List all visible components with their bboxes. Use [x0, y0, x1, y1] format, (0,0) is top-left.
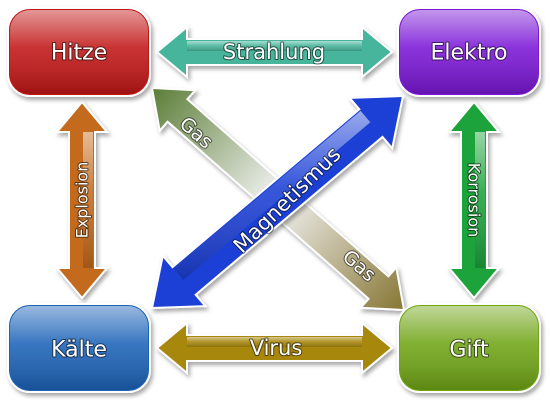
explosion-arrow-gloss: [83, 132, 93, 268]
virus-arrow-gloss: [187, 337, 362, 347]
hitze-label: Hitze: [51, 41, 107, 66]
virus-arrow: Virus: [155, 320, 394, 376]
magnetismus-arrow-shape: [150, 94, 405, 310]
gift-label: Gift: [449, 338, 489, 363]
node-elektro: Elektro: [397, 7, 541, 97]
korrosion-arrow: Korrosion: [446, 100, 502, 300]
korrosion-arrow-shape: [446, 100, 502, 300]
strahlung-arrow-gloss: [187, 41, 362, 51]
korrosion-arrow-gloss: [475, 132, 485, 268]
node-kaelte: Kälte: [7, 303, 151, 393]
korrosion-label: Korrosion: [465, 163, 484, 238]
magnetismus-arrow-gloss: [173, 110, 371, 281]
elektro-label: Elektro: [431, 41, 508, 66]
strahlung-label: Strahlung: [223, 40, 325, 64]
kaelte-label: Kälte: [51, 338, 107, 363]
kaelte-box-gloss: [10, 306, 148, 390]
hitze-box-gloss: [10, 10, 148, 94]
node-gift: Gift: [397, 303, 541, 393]
explosion-arrow: Explosion: [54, 100, 110, 300]
gift-box-gloss: [400, 306, 538, 390]
strahlung-arrow-shape: [155, 24, 394, 80]
explosion-label: Explosion: [73, 162, 92, 239]
virus-label: Virus: [250, 336, 303, 360]
explosion-arrow-shape: [54, 100, 110, 300]
virus-arrow-shape: [155, 320, 394, 376]
strahlung-arrow: Strahlung: [155, 24, 394, 80]
elektro-box-gloss: [400, 10, 538, 94]
node-hitze: Hitze: [7, 7, 151, 97]
